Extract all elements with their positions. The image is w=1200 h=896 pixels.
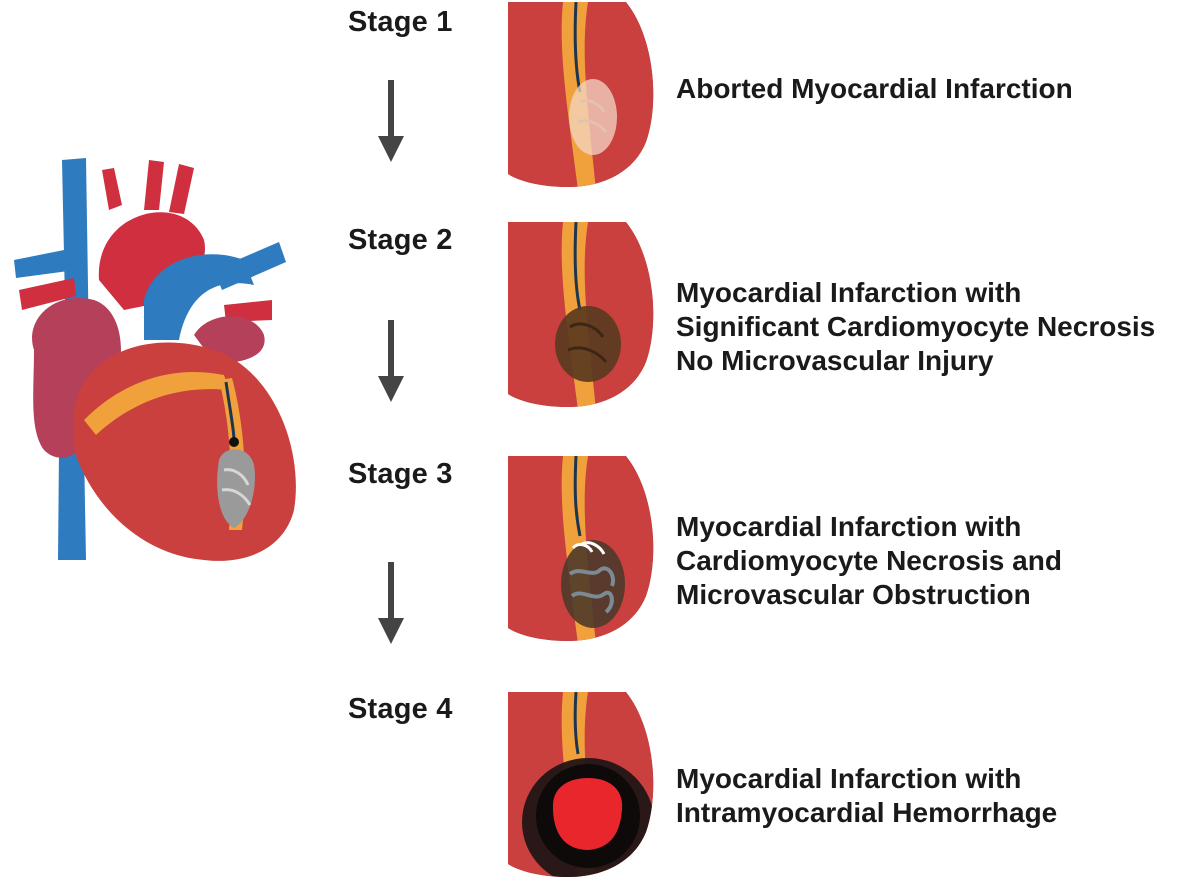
hemorrhage-icon <box>508 692 654 877</box>
aborted-infarct-icon <box>508 2 654 187</box>
stage-2-line-2: Significant Cardiomyocyte Necrosis <box>676 311 1156 342</box>
arrow-down-icon <box>378 320 404 402</box>
stage-3-line-1: Myocardial Infarction with <box>676 511 1022 542</box>
stage-2-line-3: No Microvascular Injury <box>676 345 994 376</box>
stage-4-label: Stage 4 <box>348 693 453 725</box>
stage-3-description: Myocardial Infarction with Cardiomyocyte… <box>676 510 1062 612</box>
stage-1-label: Stage 1 <box>348 6 453 38</box>
stage-3-label: Stage 3 <box>348 458 453 490</box>
heart-illustration-icon <box>14 158 296 561</box>
stage-2-description: Myocardial Infarction with Significant C… <box>676 276 1155 378</box>
stage-4-line-2: Intramyocardial Hemorrhage <box>676 797 1058 828</box>
stage-1-line-1: Aborted Myocardial Infarction <box>676 73 1073 104</box>
stage-2-label: Stage 2 <box>348 224 453 256</box>
stage-3-line-2: Cardiomyocyte Necrosis and <box>676 545 1062 576</box>
stage-1-description: Aborted Myocardial Infarction <box>676 72 1073 106</box>
arrow-down-icon <box>378 562 404 644</box>
stage-4-description: Myocardial Infarction with Intramyocardi… <box>676 762 1057 830</box>
arrow-down-icon <box>378 80 404 162</box>
necrosis-icon <box>508 222 654 407</box>
microvascular-obstruction-icon <box>508 456 654 641</box>
stage-2-line-1: Myocardial Infarction with <box>676 277 1022 308</box>
stage-3-line-3: Microvascular Obstruction <box>676 579 1031 610</box>
stage-4-line-1: Myocardial Infarction with <box>676 763 1022 794</box>
